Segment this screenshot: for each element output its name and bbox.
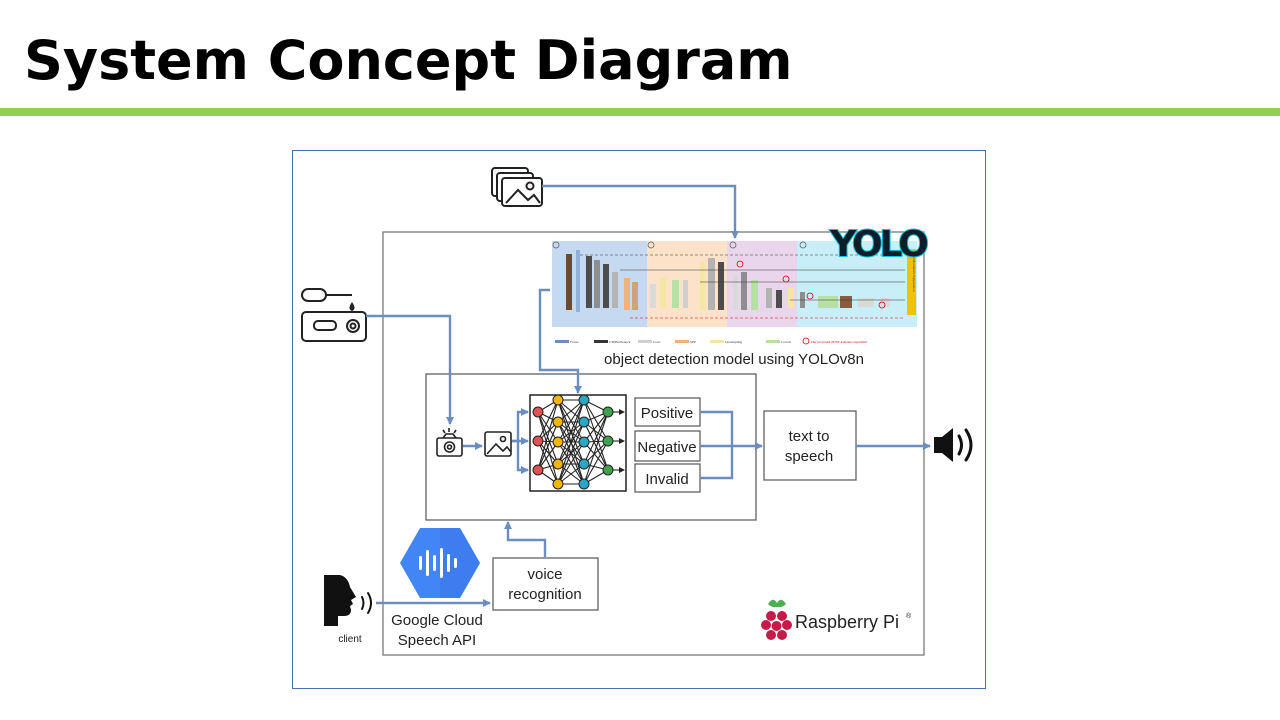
raspberry-pi-mark: ® xyxy=(906,612,912,620)
text-to-speech-label-line1: text to xyxy=(789,428,830,445)
images-to-yolo-arrow xyxy=(542,184,739,239)
result-positive-label: Positive xyxy=(641,405,694,422)
voice-to-processing-arrow xyxy=(504,521,547,557)
invalid-connector xyxy=(700,446,734,480)
text-to-speech-label-line2: speech xyxy=(785,448,833,465)
yolo-legend-zdst: Our proposed ZDST k-means algorithm xyxy=(811,340,867,344)
result-positive-box xyxy=(634,397,701,427)
title-divider xyxy=(0,108,1280,116)
yolo-legend-cspbottleneck: CSPBottleneck xyxy=(609,340,631,344)
yolo-legend-spp: SPP xyxy=(690,340,696,344)
neural-network-icon xyxy=(529,394,627,492)
speaker-icon xyxy=(934,428,973,462)
yolo-legend-focus: Focus xyxy=(570,340,579,344)
result-invalid-label: Invalid xyxy=(645,471,688,488)
positive-connector xyxy=(700,410,734,446)
raspberry-pi-label: Raspberry Pi xyxy=(795,612,899,632)
yolo-caption: object detection model using YOLOv8n xyxy=(604,351,864,368)
image-to-network-top-arrow xyxy=(512,408,529,443)
result-invalid-box xyxy=(634,463,701,493)
camera-icon xyxy=(436,428,463,457)
speaking-person-icon xyxy=(324,575,372,626)
result-negative-label: Negative xyxy=(637,439,696,456)
voice-recognition-label-line1: voice xyxy=(527,566,562,583)
raspberry-pi-logo xyxy=(761,599,792,640)
google-cloud-speech-icon xyxy=(400,528,480,598)
voice-recognition-label-line2: recognition xyxy=(508,586,581,603)
yolo-logo: YOLO xyxy=(829,224,927,265)
image-icon xyxy=(484,431,512,457)
google-cloud-label-line1: Google Cloud xyxy=(391,612,483,629)
image-to-network-bottom-arrow xyxy=(516,441,529,474)
test-kit-icon xyxy=(301,288,367,342)
yolo-legend-conv: Conv xyxy=(653,340,661,344)
yolo-legend-upsampling: Upsampling xyxy=(725,340,742,344)
text-to-speech-box xyxy=(763,410,857,481)
client-label: client xyxy=(338,634,362,645)
image-stack-icon xyxy=(491,167,543,207)
yolo-nms-label: Non-Maximum Suppression xyxy=(912,252,916,292)
yolo-architecture-graphic: Focus CSPBottleneck Conv SPP Upsampling … xyxy=(552,241,917,345)
result-negative-box xyxy=(634,430,701,462)
voice-recognition-box xyxy=(492,557,599,611)
yolo-to-network-arrow xyxy=(538,288,582,394)
yolo-legend-concat: Concat xyxy=(781,340,791,344)
testkit-to-camera-arrow xyxy=(366,314,454,425)
page-title: System Concept Diagram xyxy=(24,29,793,92)
google-cloud-label-line2: Speech API xyxy=(398,632,476,649)
